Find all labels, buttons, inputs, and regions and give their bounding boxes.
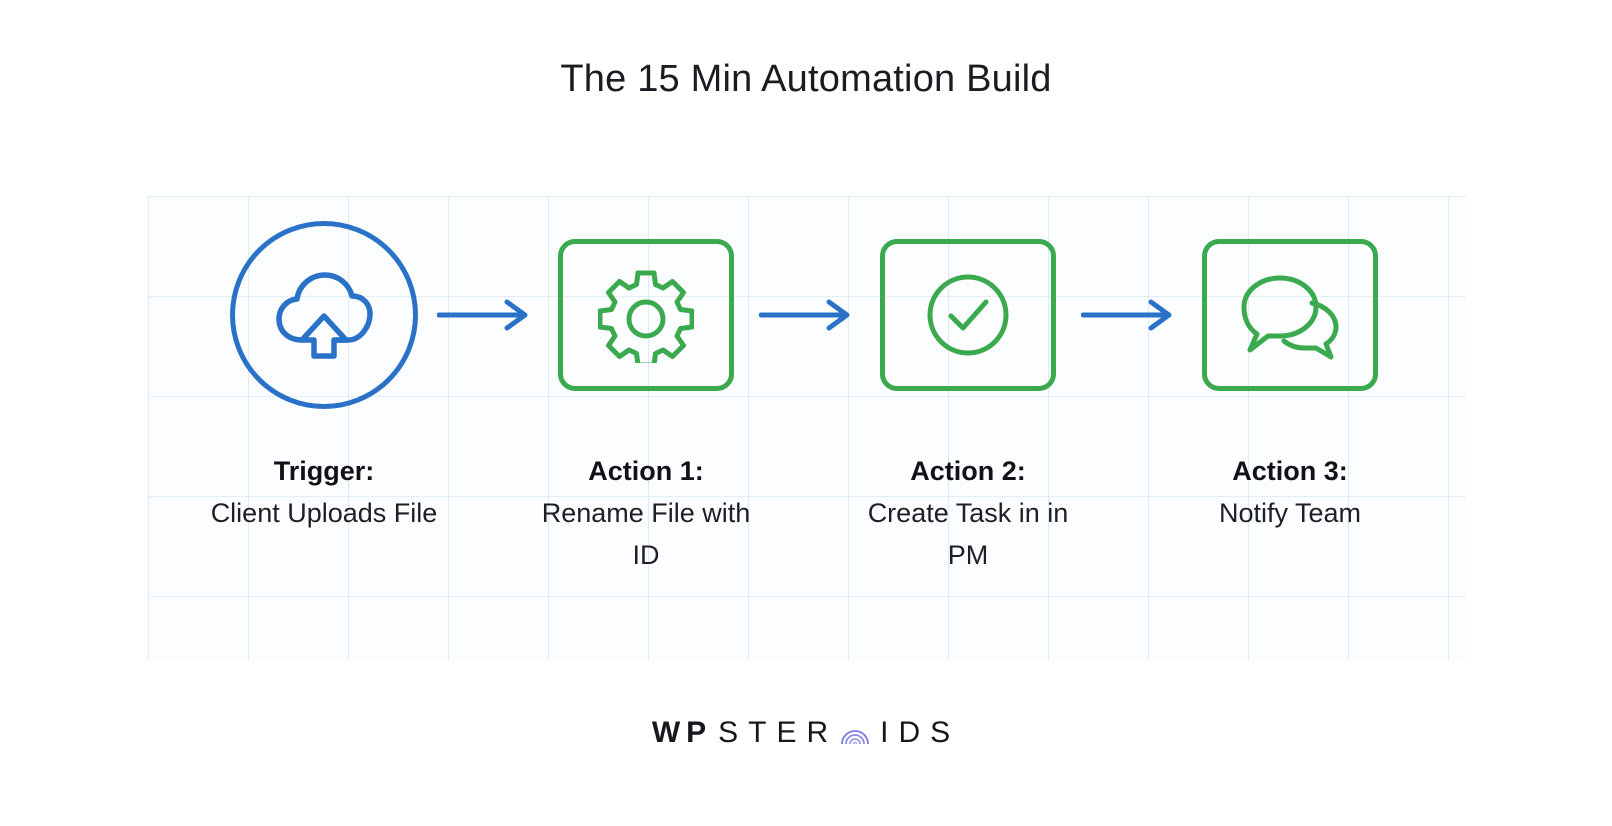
action-3-shape-slot (1202, 196, 1378, 434)
arrow-right-icon (1081, 299, 1172, 331)
arrow-right-icon (437, 299, 528, 331)
action-2-shape-slot (880, 196, 1056, 434)
action-1-caption-body: Rename File with ID (541, 498, 751, 570)
gear-icon (598, 270, 694, 363)
wpsteroids-logo: WP STER IDS (0, 716, 1612, 750)
trigger-caption-body: Client Uploads File (210, 498, 438, 528)
connector-arrow-1 (430, 196, 540, 434)
trigger-circle (230, 221, 418, 409)
trigger-shape-slot (230, 196, 418, 434)
flow-node-action-1[interactable]: Action 1: Rename File with ID (540, 196, 752, 576)
action-2-caption: Action 2: Create Task in in PM (853, 450, 1083, 576)
action-3-box (1202, 239, 1378, 391)
trigger-caption: Trigger: Client Uploads File (209, 450, 439, 534)
flow-node-action-2[interactable]: Action 2: Create Task in in PM (862, 196, 1074, 576)
check-circle-icon (927, 274, 1009, 356)
chat-bubbles-icon (1241, 275, 1339, 360)
logo-text-ster: STER (718, 716, 839, 749)
action-2-caption-body: Create Task in in PM (867, 498, 1069, 570)
action-1-shape-slot (558, 196, 734, 434)
action-3-caption-body: Notify Team (1218, 498, 1362, 528)
page-title: The 15 Min Automation Build (560, 58, 1052, 100)
action-3-caption: Action 3: Notify Team (1175, 450, 1405, 534)
action-1-box (558, 239, 734, 391)
automation-flow-diagram: Trigger: Client Uploads File Action 1: R… (148, 196, 1466, 660)
flow-node-trigger[interactable]: Trigger: Client Uploads File (211, 196, 437, 534)
action-1-caption: Action 1: Rename File with ID (531, 450, 761, 576)
arc-o-icon (840, 718, 870, 748)
action-2-caption-head: Action 2: (910, 456, 1026, 486)
flow-node-action-3[interactable]: Action 3: Notify Team (1184, 196, 1396, 534)
arrow-right-icon (759, 299, 850, 331)
action-3-caption-head: Action 3: (1232, 456, 1348, 486)
connector-arrow-3 (1074, 196, 1184, 434)
logo-text-wp: WP (651, 716, 713, 749)
connector-arrow-2 (752, 196, 862, 434)
action-1-caption-head: Action 1: (588, 456, 704, 486)
action-2-box (880, 239, 1056, 391)
logo-text-ids: IDS (880, 716, 961, 749)
trigger-caption-head: Trigger: (273, 456, 375, 486)
cloud-upload-icon (276, 272, 373, 359)
